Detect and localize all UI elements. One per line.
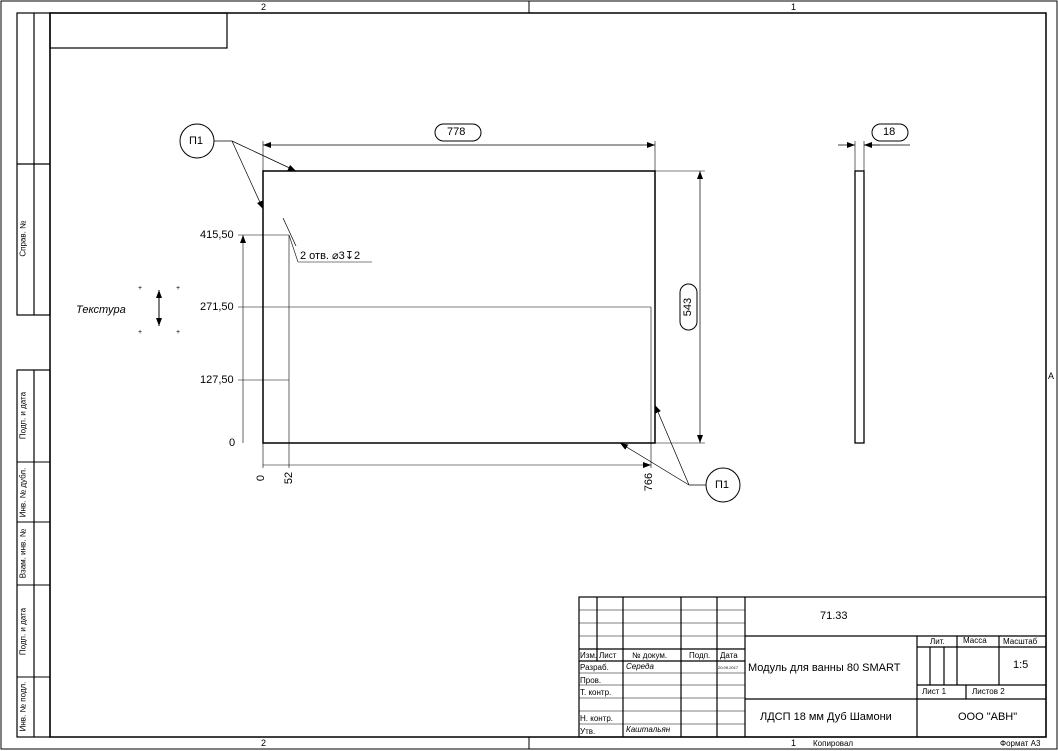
developer-date: 20.09.2017 — [718, 665, 739, 670]
width-dimension: 778 — [447, 126, 466, 138]
side-label: Подп. и дата — [18, 391, 28, 440]
mass-label: Масса — [963, 636, 987, 645]
header-date: Дата — [720, 651, 738, 660]
top-left-box — [49, 12, 228, 49]
role-ncontrol: Н. контр. — [580, 714, 614, 723]
scale-value: 1:5 — [1013, 659, 1029, 671]
header-sign: Подп. — [689, 651, 711, 660]
hole-note: 2 отв. ⌀3↧2 — [300, 250, 361, 262]
header-izm: Изм. — [580, 651, 598, 660]
doc-number: 71.33 — [820, 610, 848, 622]
zone-label: 2 — [261, 738, 267, 748]
approver-name: Каштальян — [626, 725, 671, 734]
texture-label: Текстура — [76, 304, 126, 316]
side-label: Взам. инв. № — [18, 528, 28, 579]
zone-label: 1 — [791, 2, 797, 12]
role-checker: Пров. — [580, 676, 602, 685]
developer-name: Середа — [626, 662, 654, 671]
callout-label: П1 — [189, 135, 204, 147]
side-label: Инв. № подл. — [18, 681, 28, 732]
height-dimension: 543 — [682, 297, 694, 317]
header-list: Лист — [599, 651, 617, 660]
thickness-dimension: 18 — [883, 126, 896, 138]
material: ЛДСП 18 мм Дуб Шамони — [760, 711, 892, 723]
format-label: Формат A3 — [1000, 739, 1041, 748]
svg-text:+: + — [138, 329, 142, 336]
role-tcontrol: Т. контр. — [580, 688, 612, 697]
drawing-title: Модуль для ванны 80 SMART — [748, 662, 901, 674]
sheet-number: Лист 1 — [922, 687, 947, 696]
panel-side-view — [854, 170, 865, 444]
x-coordinate: 0 — [255, 474, 267, 482]
side-label: Подп. и дата — [18, 607, 28, 656]
header-doc: № докум. — [632, 651, 668, 660]
callout-label: П1 — [715, 479, 730, 491]
copied-label: Копировал — [813, 739, 854, 748]
title-block-lines — [578, 596, 1047, 738]
zone-label: A — [1048, 371, 1055, 381]
y-coordinate: 127,50 — [200, 374, 234, 386]
sheets-total: Листов 2 — [972, 687, 1005, 696]
x-coordinate: 52 — [283, 471, 295, 485]
lit-label: Лит. — [930, 637, 945, 646]
y-coordinate: 415,50 — [200, 229, 234, 241]
company: ООО "АВН" — [958, 711, 1018, 723]
zone-label: 1 — [791, 738, 797, 748]
role-approved: Утв. — [580, 727, 596, 736]
svg-text:+: + — [176, 329, 180, 336]
y-coordinate: 271,50 — [200, 301, 234, 313]
role-developer: Разраб. — [580, 663, 609, 672]
x-coordinate: 766 — [643, 472, 655, 492]
y-coordinate: 0 — [229, 437, 236, 449]
side-label: Справ. № — [18, 220, 28, 257]
zone-label: 2 — [261, 2, 267, 12]
svg-text:+: + — [176, 285, 180, 292]
scale-label: Масштаб — [1003, 637, 1038, 646]
svg-text:+: + — [138, 285, 142, 292]
side-label: Инв. № дубл. — [18, 467, 28, 518]
